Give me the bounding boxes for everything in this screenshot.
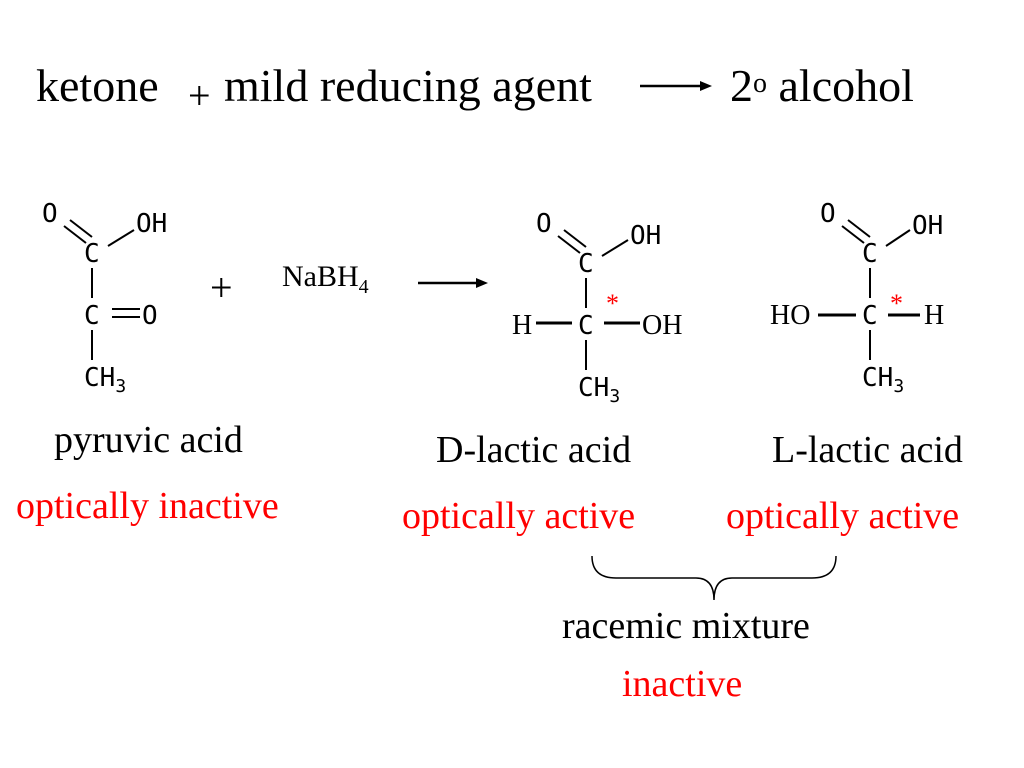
methyl-ch: CH xyxy=(84,363,115,393)
hydrogen-atom: H xyxy=(512,310,532,341)
hydroxyl-group: OH xyxy=(912,211,943,241)
carboxyl-carbon: C xyxy=(84,239,100,269)
racemic-mixture-label: racemic mixture xyxy=(562,605,810,647)
equation-reagent: mild reducing agent xyxy=(224,60,592,111)
racemic-brace xyxy=(591,555,837,601)
carbonyl-oxygen: O xyxy=(42,199,58,229)
chiral-carbon: C xyxy=(578,311,594,341)
chiral-marker: * xyxy=(890,289,903,318)
equation-arrow xyxy=(640,81,712,91)
equation-plus: + xyxy=(188,73,211,118)
carbonyl-oxygen: O xyxy=(536,209,552,239)
hydroxyl-group: OH xyxy=(136,209,167,239)
l-lactic-acid-name: L-lactic acid xyxy=(772,429,963,471)
chiral-carbon: C xyxy=(862,301,878,331)
methyl-group: CH3 xyxy=(84,363,126,397)
d-lactic-acid-activity: optically active xyxy=(402,495,636,537)
equation-product-suffix: alcohol xyxy=(767,60,914,111)
d-lactic-acid-name: D-lactic acid xyxy=(436,429,632,471)
hydroxyl-substituent: OH xyxy=(642,310,682,341)
d-lactic-acid-structure: O OH C C * H OH CH3 xyxy=(512,209,682,407)
reaction-plus: + xyxy=(210,265,233,310)
pyruvic-acid-structure: O OH C C O CH3 xyxy=(42,199,167,397)
equation-product-prefix: 2 xyxy=(730,60,753,111)
l-lactic-acid-structure: O OH C C * HO H CH3 xyxy=(770,199,944,397)
keto-carbon: C xyxy=(84,301,100,331)
methyl-ch: CH xyxy=(578,373,609,403)
carboxyl-carbon: C xyxy=(862,239,878,269)
carboxyl-carbon: C xyxy=(578,249,594,279)
equation-reactant: ketone xyxy=(36,60,159,111)
pyruvic-acid-name: pyruvic acid xyxy=(54,419,243,461)
pyruvic-acid-activity: optically inactive xyxy=(16,485,279,527)
methyl-group: CH3 xyxy=(578,373,620,407)
methyl-group: CH3 xyxy=(862,363,904,397)
chiral-marker: * xyxy=(606,289,619,318)
keto-oxygen: O xyxy=(142,301,158,331)
carbonyl-oxygen: O xyxy=(820,199,836,229)
l-lactic-acid-activity: optically active xyxy=(726,495,960,537)
equation-degree: o xyxy=(753,68,767,99)
methyl-sub: 3 xyxy=(893,376,904,397)
hydroxyl-group: OH xyxy=(630,221,661,251)
hydroxyl-substituent: HO xyxy=(770,300,810,331)
methyl-sub: 3 xyxy=(609,386,620,407)
methyl-ch: CH xyxy=(862,363,893,393)
hydrogen-atom: H xyxy=(924,300,944,331)
reaction-arrow xyxy=(418,278,488,288)
equation-product: 2o alcohol xyxy=(730,60,914,112)
reagent-main: NaBH xyxy=(282,260,359,293)
reducing-agent-label: NaBH4 xyxy=(282,260,369,304)
reagent-subscript: 4 xyxy=(358,276,369,298)
methyl-sub: 3 xyxy=(115,376,126,397)
racemic-mixture-activity: inactive xyxy=(622,663,743,705)
